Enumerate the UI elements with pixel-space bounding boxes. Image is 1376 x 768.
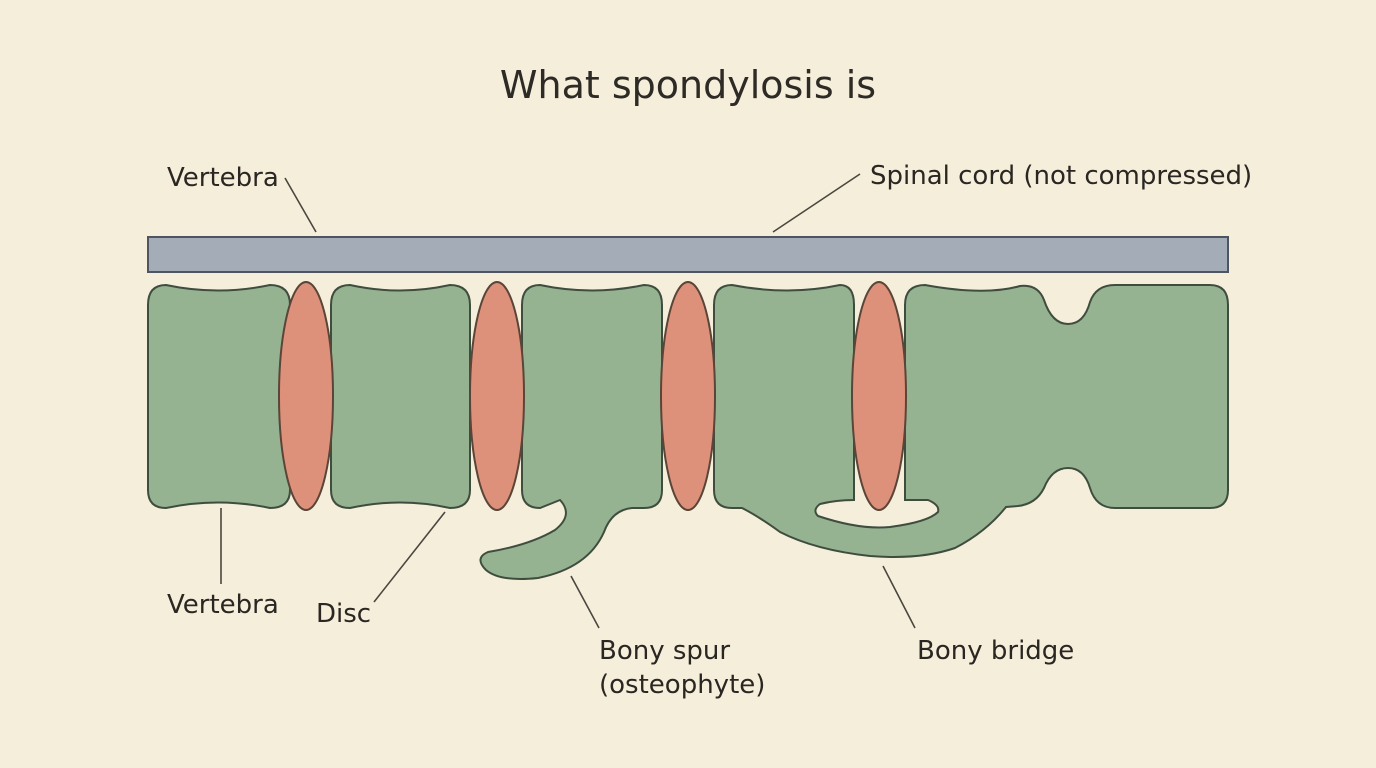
disc-2 (469, 281, 525, 511)
disc-1 (278, 281, 334, 511)
leader-bony-bridge (882, 565, 916, 629)
vertebrae-4-5-bony-bridge (713, 283, 1229, 558)
label-bony-bridge: Bony bridge (917, 636, 1074, 666)
label-vertebra-top: Vertebra (167, 163, 279, 193)
leader-disc (373, 511, 446, 603)
label-vertebra-bottom: Vertebra (167, 590, 279, 620)
diagram-title: What spondylosis is (500, 63, 876, 107)
spinal-cord (147, 236, 1229, 273)
vertebra-1 (147, 283, 291, 510)
vertebra-3-with-bony-spur (479, 283, 663, 580)
leader-bony-spur (570, 575, 600, 629)
label-spinal-cord: Spinal cord (not compressed) (870, 161, 1252, 191)
label-bony-spur: Bony spur (599, 636, 730, 666)
disc-3 (660, 281, 716, 511)
leader-spinal-cord (772, 173, 861, 233)
vertebra-2 (330, 283, 471, 510)
label-osteophyte: (osteophyte) (599, 670, 765, 700)
leader-vertebra-top (284, 177, 317, 233)
disc-4 (851, 281, 907, 511)
label-disc: Disc (316, 599, 371, 629)
